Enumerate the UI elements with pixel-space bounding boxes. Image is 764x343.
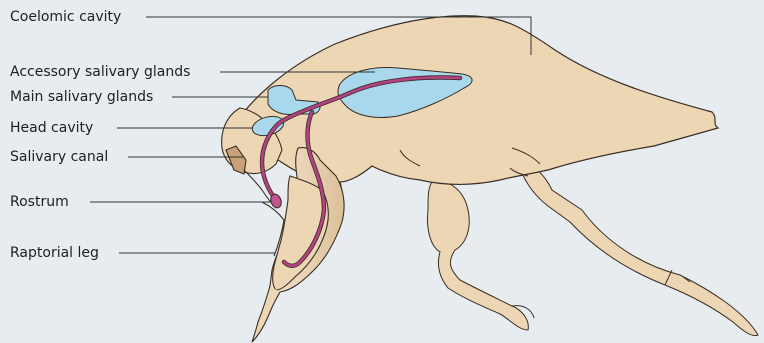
label-coelomic-cavity: Coelomic cavity [10, 9, 121, 25]
label-rostrum: Rostrum [10, 194, 69, 210]
label-main-salivary-glands: Main salivary glands [10, 89, 153, 105]
label-head-cavity: Head cavity [10, 120, 93, 136]
middle-leg [428, 181, 535, 330]
label-salivary-canal: Salivary canal [10, 149, 108, 165]
hind-leg [518, 160, 758, 336]
label-accessory-salivary-glands: Accessory salivary glands [10, 64, 190, 80]
label-raptorial-leg: Raptorial leg [10, 245, 99, 261]
